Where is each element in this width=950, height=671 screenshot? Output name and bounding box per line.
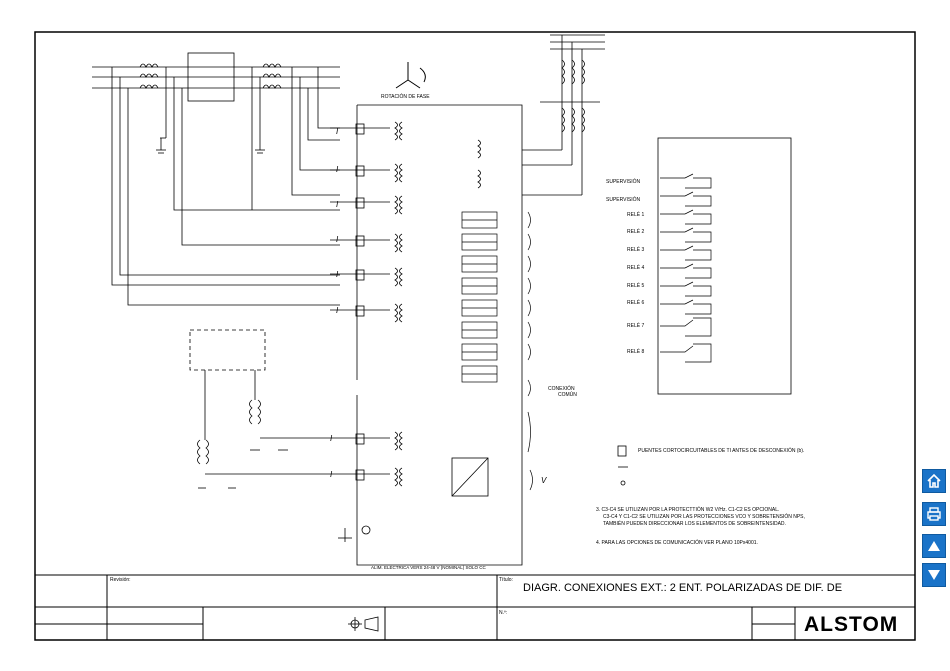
- relay-labels: SUPERVISIÓN SUPERVISIÓN RELÉ 1 RELÉ 2 RE…: [606, 178, 644, 355]
- relay-label: RELÉ 5: [627, 282, 644, 289]
- current-label: I: [330, 470, 333, 479]
- current-label: I: [336, 165, 339, 174]
- phase-rotation-symbol: [395, 62, 426, 89]
- lower-vt-circuits: [197, 370, 288, 489]
- optional-vt-box: [189, 329, 266, 371]
- legend-symbols: [617, 445, 628, 486]
- power-supply-block: [451, 457, 489, 497]
- power-lines: [92, 52, 340, 306]
- title-label: Título:: [499, 577, 513, 583]
- common-connection-line2: COMÚN: [558, 391, 577, 398]
- arrow-down-icon: [928, 570, 940, 580]
- note3-line3: TAMBIÉN PUEDEN DIRECCIONAR LOS ELEMENTOS…: [603, 520, 786, 527]
- relay-label: RELÉ 1: [627, 211, 644, 218]
- title-block: [35, 574, 915, 640]
- relay-label: SUPERVISIÓN: [606, 196, 640, 203]
- output-relay-box: [657, 137, 792, 395]
- legend-shorting-bars: PUENTES CORTOCIRCUITABLES DE TI ANTES DE…: [638, 447, 804, 454]
- current-inputs: [205, 121, 403, 487]
- earth-symbol: [338, 525, 371, 542]
- note3-line2: C3-C4 Y C1-C2 SE UTILIZAN POR LAS PROTEC…: [603, 513, 805, 520]
- note3-line1: 3. C3-C4 SE UTILIZAN POR LA PROTECTTIÓN …: [596, 506, 779, 513]
- relay-label: RELÉ 2: [627, 228, 644, 235]
- notes: 3. C3-C4 SE UTILIZAN POR LA PROTECTTIÓN …: [596, 506, 805, 546]
- home-button[interactable]: [922, 469, 946, 493]
- current-label: I: [336, 127, 339, 136]
- relay-label: RELÉ 8: [627, 348, 644, 355]
- current-labels: I I I I I I I I: [330, 127, 339, 479]
- phase-rotation-label: ROTACIÓN DE FASE: [381, 93, 430, 100]
- output-relay-contacts: [660, 173, 712, 363]
- common-connection-line1: CONEXIÓN: [548, 385, 575, 392]
- right-ct-group: [477, 34, 605, 196]
- current-label: I: [336, 306, 339, 315]
- home-icon: [927, 473, 941, 488]
- scroll-down-button[interactable]: [922, 563, 946, 587]
- arrow-up-icon: [928, 541, 940, 551]
- number-label: N.º:: [499, 610, 507, 616]
- ct-row-1: [330, 121, 403, 141]
- relay-label: RELÉ 4: [627, 264, 644, 271]
- current-label: I: [336, 270, 339, 279]
- relay-body: [355, 104, 523, 566]
- projection-symbol-icon: [348, 616, 379, 632]
- scroll-up-button[interactable]: [922, 534, 946, 558]
- power-supply-label: ALIM. ELÉCTRICA VERS 24-48 V (NOMINAL) S…: [371, 564, 487, 570]
- current-label: I: [336, 235, 339, 244]
- revision-label: Revisión:: [110, 577, 131, 583]
- relay-label: SUPERVISIÓN: [606, 178, 640, 185]
- note4: 4. PARA LAS OPCIONES DE COMUNICACIÓN VER…: [596, 539, 758, 546]
- voltage-label: V: [541, 476, 547, 485]
- current-label: I: [330, 434, 333, 443]
- alstom-logo: ALSTOM: [804, 613, 898, 636]
- opto-inputs: [461, 211, 533, 491]
- sheet-border: [34, 31, 916, 641]
- relay-label: RELÉ 3: [627, 246, 644, 253]
- drawing-title: DIAGR. CONEXIONES EXT.: 2 ENT. POLARIZAD…: [523, 582, 842, 594]
- print-icon: [927, 507, 941, 521]
- current-label: I: [336, 200, 339, 209]
- relay-label: RELÉ 6: [627, 299, 644, 306]
- relay-label: RELÉ 7: [627, 322, 644, 329]
- print-button[interactable]: [922, 502, 946, 526]
